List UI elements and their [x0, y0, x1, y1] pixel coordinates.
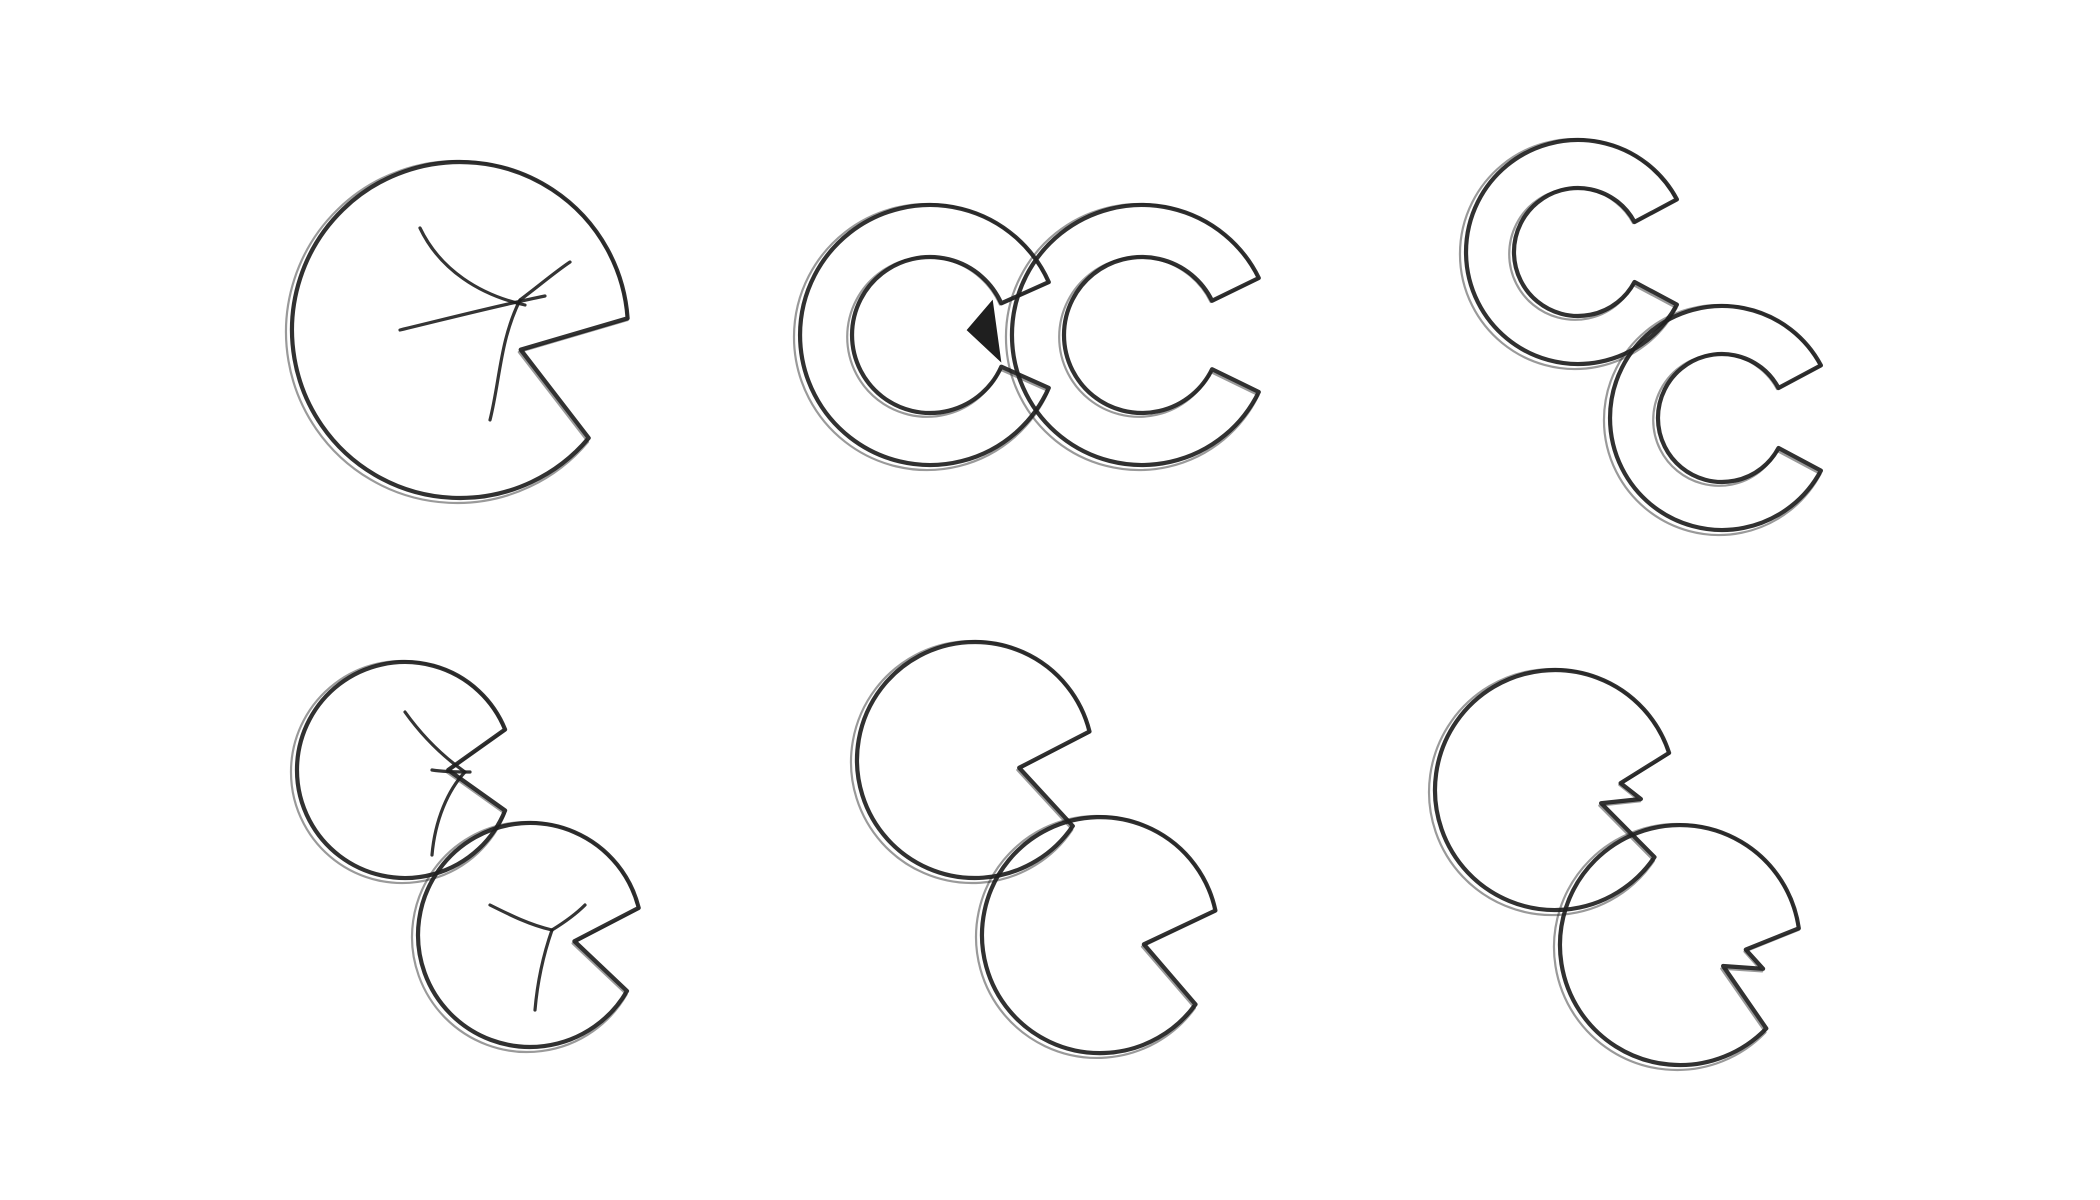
- ring-outline-echo-1: [792, 202, 1050, 472]
- leaf-vein-2: [430, 768, 472, 774]
- ring-outline-echo-2: [1004, 202, 1260, 472]
- leaf-vein-3: [430, 770, 467, 857]
- ring-outline-1: [798, 202, 1051, 468]
- sketch-single-leaf-with-veins: [284, 159, 630, 505]
- sketch-two-notched-circles-diagonal: [849, 639, 1218, 1059]
- sketch-two-overlapping-leaves-with-veins: [289, 659, 641, 1054]
- leaf-vein-4: [488, 903, 554, 932]
- sketch-two-open-rings-stacked-diagonal: [1458, 137, 1823, 537]
- ring-outline-echo-1: [1458, 137, 1678, 371]
- leaf-vein-5: [533, 928, 554, 1012]
- leaf-outline-2: [979, 815, 1218, 1056]
- ring-outline-echo-2: [1602, 303, 1822, 537]
- leaf-vein-2: [398, 294, 547, 332]
- leaf-vein-1: [403, 710, 467, 774]
- leaf-vein-1: [418, 226, 527, 307]
- ring-outline-2: [1009, 202, 1261, 468]
- leaf-outline-1: [1432, 667, 1672, 913]
- leaf-outline-echo-1: [289, 659, 506, 885]
- shaded-notch-mark: [966, 299, 1002, 363]
- leaf-outline-2: [1557, 822, 1801, 1068]
- ring-outline-2: [1607, 303, 1823, 533]
- sketch-two-notched-circles-diagonal-variant: [1427, 667, 1801, 1072]
- leaf-vein-4: [518, 260, 572, 302]
- leaf-outline-1: [289, 159, 630, 501]
- leaf-outline-1: [854, 639, 1092, 881]
- leaf-outline-2: [415, 820, 641, 1049]
- sketch-two-open-rings-side-by-side: [792, 202, 1261, 472]
- leaf-vein-6: [550, 903, 587, 932]
- leaf-outline-1: [294, 659, 508, 881]
- leaf-vein-3: [488, 298, 522, 422]
